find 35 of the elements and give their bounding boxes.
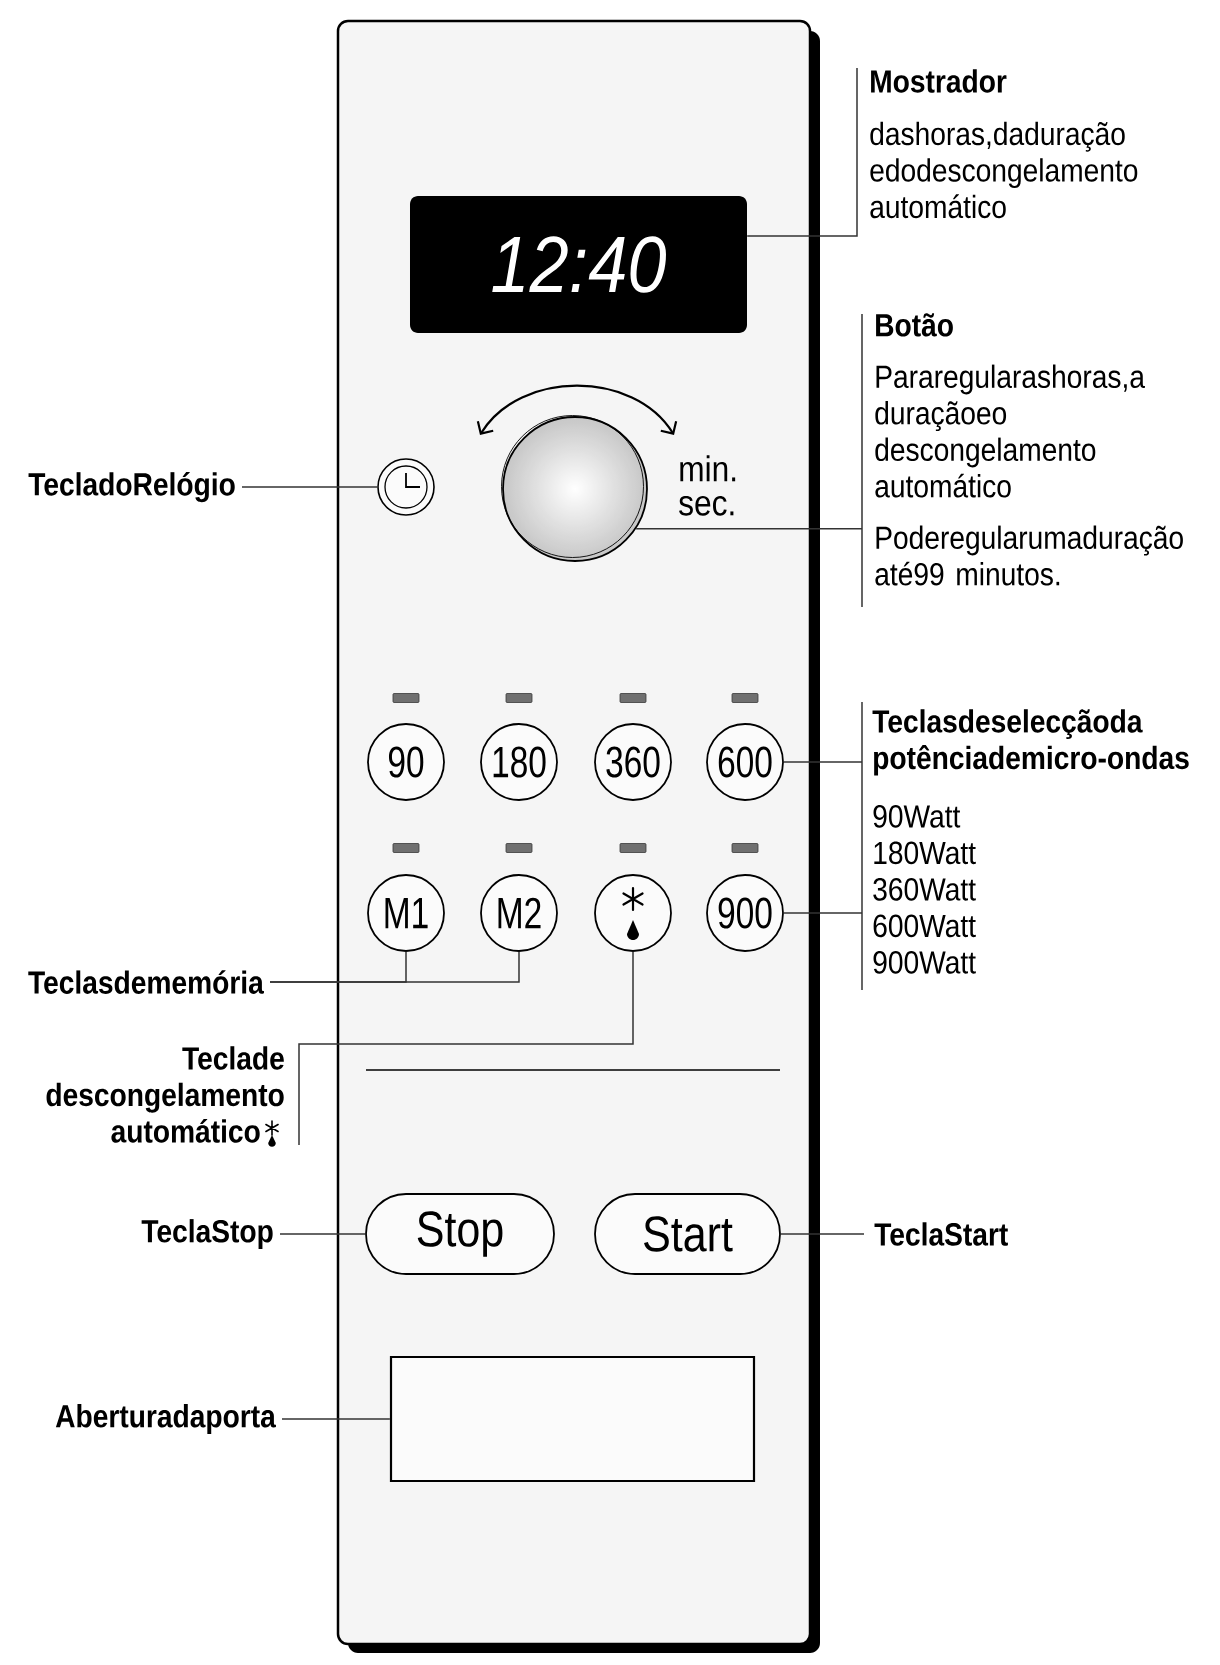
clock-key — [377, 458, 435, 516]
unit-label: min. sec. — [679, 455, 736, 516]
power-key: 600 — [706, 723, 784, 801]
callout-label: TeclaStop — [141, 1219, 273, 1249]
callout-label: TecladoRelógio — [28, 471, 235, 503]
power-key: 900 — [706, 874, 784, 952]
rotary-knob — [501, 415, 648, 562]
leader-line — [281, 1418, 391, 1420]
leader-line — [279, 1233, 366, 1235]
leader-line — [780, 1233, 865, 1235]
power-key: 360 — [594, 723, 672, 801]
leader-line — [783, 912, 863, 914]
leader-line — [746, 67, 858, 237]
callout-label: Mostrador dashoras,daduração edodescongelamento automático — [870, 69, 1138, 219]
start-button: Start — [594, 1193, 781, 1275]
callout-label: TeclaStart — [874, 1222, 1008, 1246]
callout-label: Teclasdeselecçãoda potênciademicro-ondas 90Watt 180Watt 360Watt 600Watt 900Watt — [872, 709, 1189, 974]
power-key: 180 — [480, 723, 558, 801]
leader-line — [269, 951, 520, 983]
leader-line — [241, 486, 378, 488]
callout-label: Teclade descongelamento automático — [46, 1046, 284, 1143]
time-display: 12:40 — [410, 196, 747, 333]
leader-line — [861, 701, 863, 991]
memory-key: M2 — [480, 874, 558, 952]
leader-line — [635, 313, 863, 608]
leader-line — [298, 951, 634, 1146]
power-key: 90 — [367, 723, 445, 801]
leader-line — [783, 761, 863, 763]
callout-label: Botão Pararegularashoras,a duraçãoeo descongelamento automático Poderegularumaduração até99 minutos. — [875, 313, 1183, 586]
callout-label: Teclasdememória — [28, 970, 264, 994]
memory-key: M1 — [367, 874, 445, 952]
defrost-key — [594, 874, 672, 952]
stop-button: Stop — [365, 1193, 555, 1275]
callout-label: Aberturadaporta — [55, 1404, 276, 1434]
door-open-button — [389, 1355, 756, 1483]
